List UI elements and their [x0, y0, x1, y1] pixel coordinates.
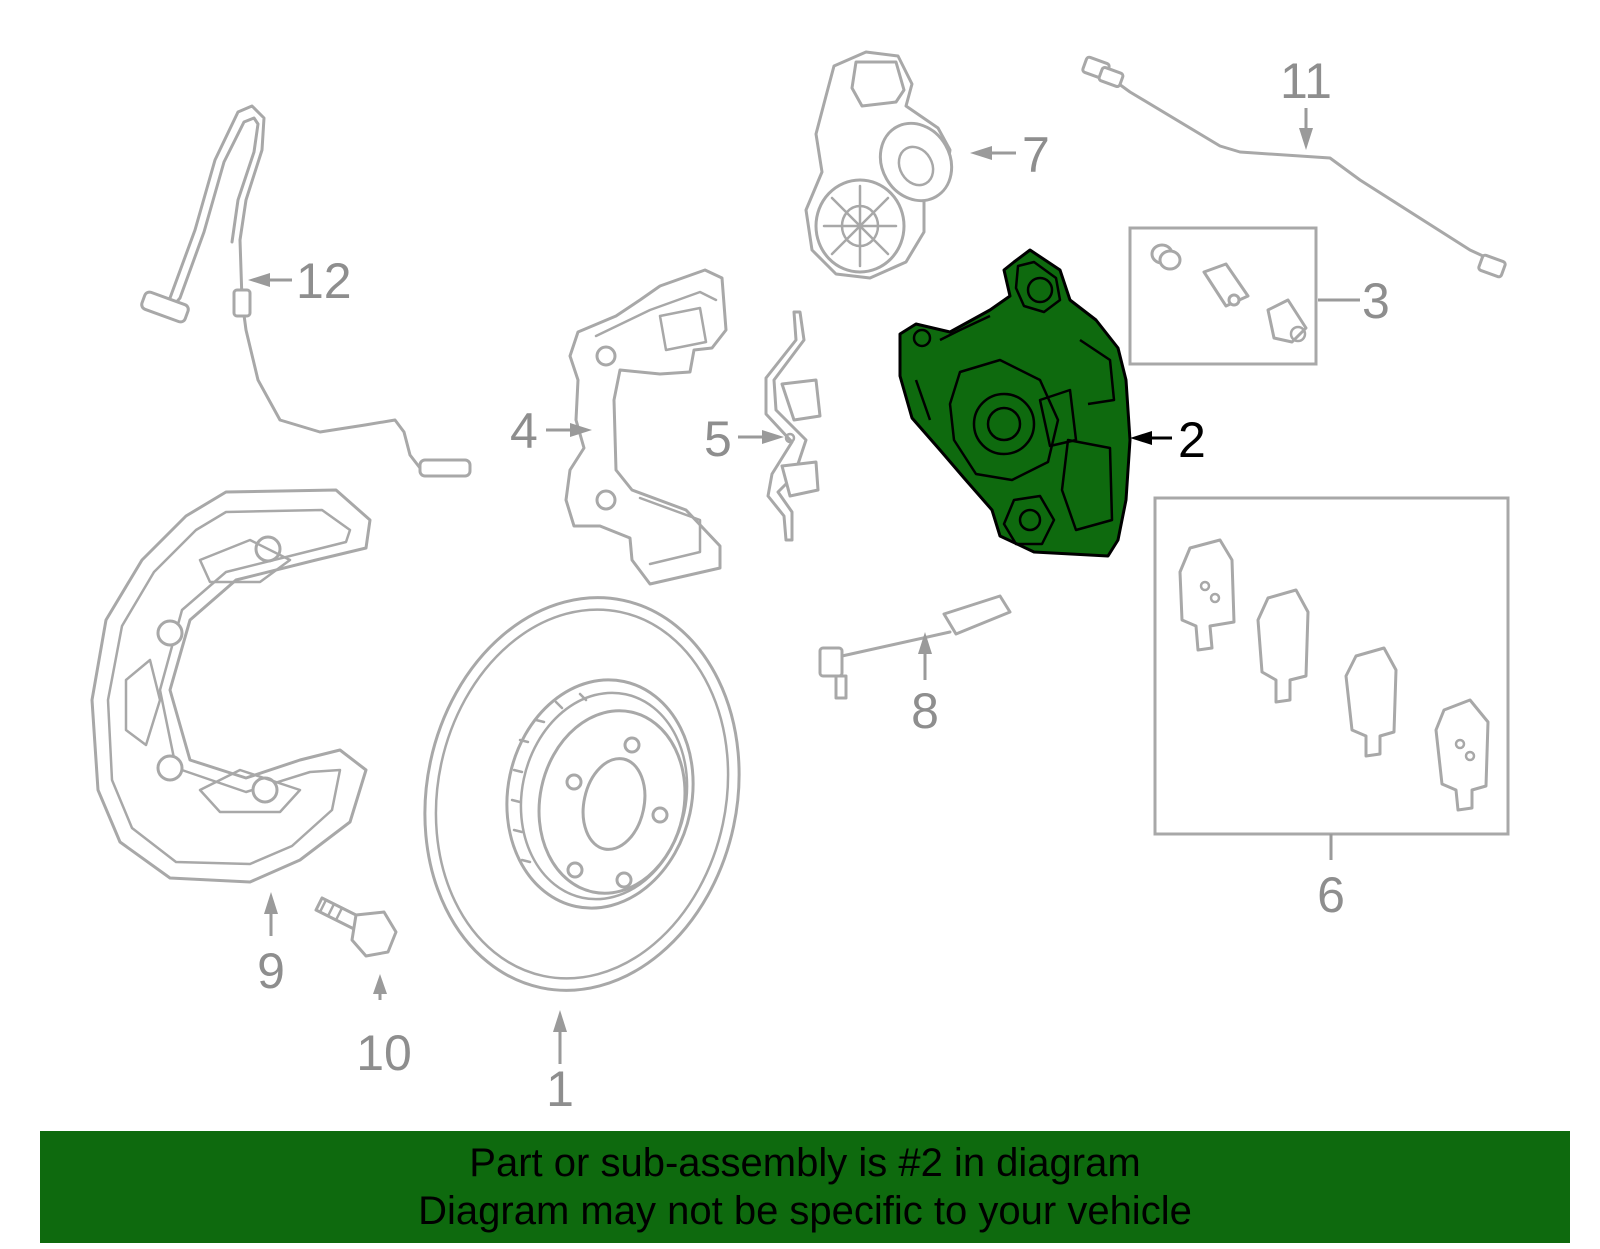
callout-6[interactable]: 6: [1317, 867, 1345, 923]
part-5-retaining-clip[interactable]: [764, 310, 822, 542]
banner-line-2: Diagram may not be specific to your vehi…: [418, 1189, 1192, 1233]
part-11-sensor-cable[interactable]: [1081, 55, 1507, 279]
part-2-brake-caliper[interactable]: [898, 248, 1132, 558]
callout-1[interactable]: 1: [546, 1061, 574, 1117]
callout-9[interactable]: 9: [257, 943, 285, 999]
part-6-brake-pads-kit[interactable]: [1153, 496, 1510, 836]
callout-7[interactable]: 7: [1022, 127, 1050, 183]
callout-8[interactable]: 8: [911, 683, 939, 739]
callout-2[interactable]: 2: [1178, 412, 1206, 468]
notice-banner: Part or sub-assembly is #2 in diagram Di…: [40, 1131, 1570, 1243]
callout-3[interactable]: 3: [1362, 273, 1390, 329]
part-3-guide-pin-kit[interactable]: [1128, 226, 1318, 366]
callout-10[interactable]: 10: [356, 1025, 412, 1081]
part-12-sensor-cable[interactable]: [140, 104, 472, 478]
callout-leaders: [248, 108, 1360, 1064]
part-9-splash-shield[interactable]: [90, 488, 372, 884]
callout-4[interactable]: 4: [510, 403, 538, 459]
callout-11[interactable]: 11: [1280, 53, 1332, 109]
part-7-parking-brake-motor[interactable]: [804, 50, 965, 280]
callout-labels: 1 2 3 4 5 6 7 8 9 10 11 12: [257, 53, 1390, 1117]
part-10-bolt[interactable]: [314, 896, 398, 958]
part-1-brake-rotor[interactable]: [389, 568, 775, 1020]
callout-12[interactable]: 12: [296, 253, 352, 309]
part-8-wear-sensor[interactable]: [818, 594, 1012, 700]
banner-line-1: Part or sub-assembly is #2 in diagram: [469, 1141, 1141, 1185]
callout-5[interactable]: 5: [704, 411, 732, 467]
part-4-caliper-bracket[interactable]: [564, 268, 728, 586]
